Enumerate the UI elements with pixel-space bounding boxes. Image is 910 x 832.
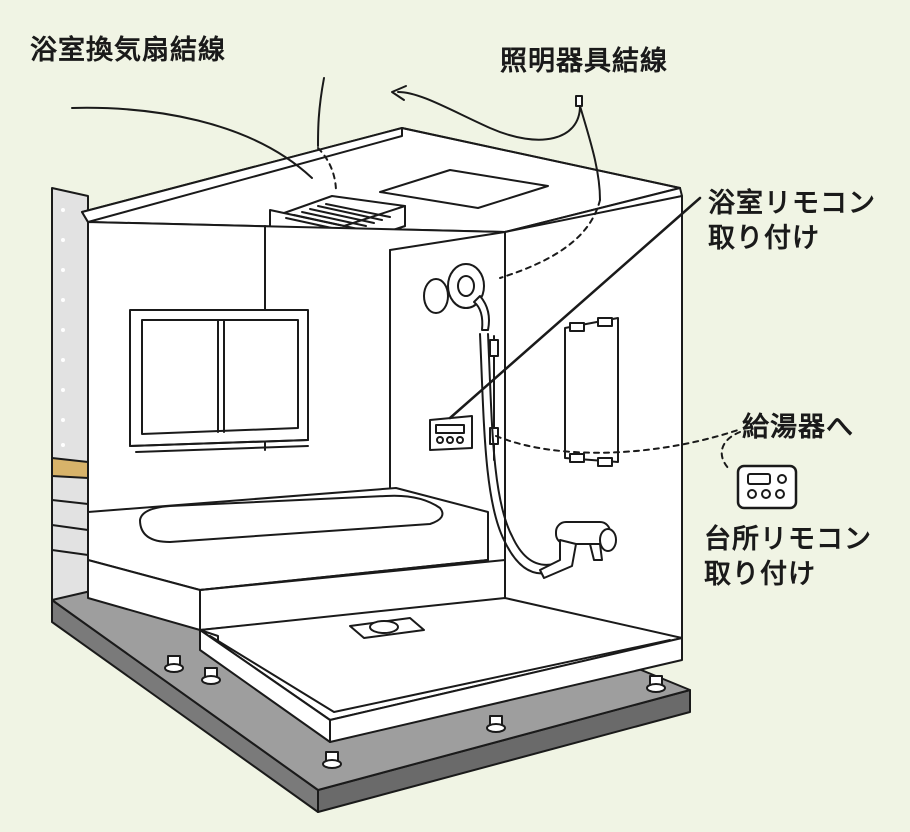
kitchen-remote-label: 台所リモコン 取り付け xyxy=(704,524,872,590)
fan-wiring-label: 浴室換気扇結線 xyxy=(30,35,226,66)
floor-pan xyxy=(199,597,683,743)
faucet xyxy=(539,521,617,579)
leveling-legs xyxy=(164,655,666,769)
building-wall xyxy=(51,187,89,621)
bath-remote-device xyxy=(429,415,473,451)
water-heater-label: 給湯器へ xyxy=(742,412,854,443)
floor-drain xyxy=(349,617,425,639)
water-heater-line xyxy=(495,429,741,471)
mirror xyxy=(564,317,619,467)
ceiling-hatch xyxy=(379,169,549,209)
bathtub xyxy=(87,487,506,631)
kitchen-remote-icon xyxy=(736,464,798,510)
shower-hose xyxy=(479,333,555,575)
window xyxy=(129,309,309,453)
light-wiring-label: 照明器具結線 xyxy=(500,46,668,77)
shower-head xyxy=(423,263,490,331)
bath-remote-leader xyxy=(448,196,702,420)
light-wiring-line xyxy=(391,85,601,279)
fan-wiring-line xyxy=(71,77,337,193)
bath-remote-label: 浴室リモコン 取り付け xyxy=(708,188,876,254)
